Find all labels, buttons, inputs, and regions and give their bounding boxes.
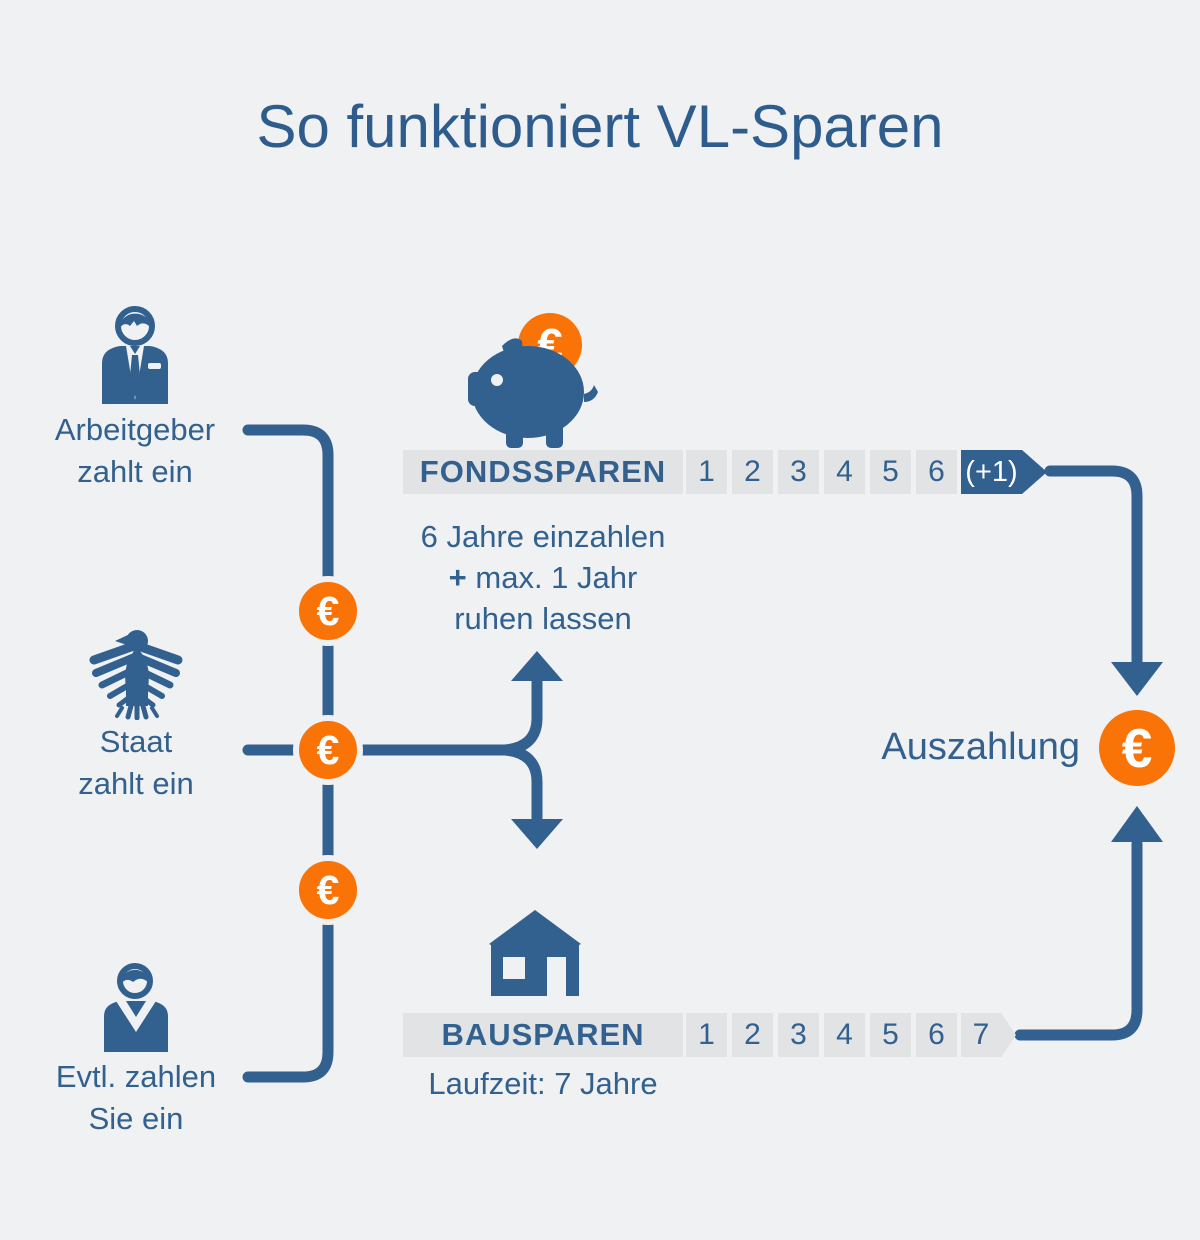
you-label-line1: Evtl. zahlen — [55, 1059, 217, 1094]
euro-symbol: € — [316, 726, 340, 773]
bau-year-chip: 5 — [870, 1013, 911, 1057]
state-label-line2: zahlt ein — [78, 766, 194, 801]
euro-symbol: € — [316, 866, 340, 913]
bau-year-chip: 3 — [778, 1013, 819, 1057]
plus-sign: + — [448, 560, 467, 595]
fonds-desc-line1: 6 Jahre einzahlen — [420, 519, 666, 554]
bausparen-description: Laufzeit: 7 Jahre — [428, 1066, 658, 1101]
arrowhead-down-to-payout — [1111, 662, 1163, 696]
junction-down-branch — [499, 744, 543, 824]
employer-label-line1: Arbeitgeber — [54, 412, 216, 447]
arrowhead-down-to-bau — [511, 819, 563, 849]
bau-year-chip: 1 — [686, 1013, 727, 1057]
payout-label: Auszahlung — [881, 726, 1080, 768]
arrowhead-up-to-fonds — [511, 651, 563, 681]
employer-icon — [95, 300, 185, 408]
bau-year-chip: 6 — [916, 1013, 957, 1057]
euro-symbol: € — [316, 587, 340, 634]
state-label-line1: Staat — [99, 724, 173, 759]
fonds-year-chip: 1 — [686, 450, 727, 494]
fonds-desc-line2: + max. 1 Jahr — [448, 560, 638, 595]
euro-coin-employer: € — [293, 576, 363, 646]
fondssparen-description: 6 Jahre einzahlen + max. 1 Jahr ruhen la… — [393, 516, 693, 639]
federal-eagle-icon — [86, 626, 186, 721]
piggy-bank-icon — [466, 322, 600, 452]
page-title: So funktioniert VL-Sparen — [256, 93, 944, 160]
employer-label-line2: zahlt ein — [77, 454, 193, 489]
house-icon — [489, 910, 581, 997]
fonds-year-chip: 3 — [778, 450, 819, 494]
fonds-year-chip: 5 — [870, 450, 911, 494]
bau-year-chip: 4 — [824, 1013, 865, 1057]
euro-symbol: € — [1121, 717, 1153, 779]
euro-coin-state: € — [293, 715, 363, 785]
fonds-year-chip: 4 — [824, 450, 865, 494]
fondssparen-label: FONDSSPAREN — [419, 454, 667, 489]
you-label: Evtl. zahlen Sie ein — [26, 1056, 246, 1140]
bausparen-bar: BAUSPAREN — [403, 1013, 683, 1057]
fonds-to-payout-connector — [1044, 465, 1143, 668]
bau-to-payout-connector — [1014, 838, 1143, 1041]
state-label: Staat zahlt ein — [36, 721, 236, 805]
fonds-year-chip: 6 — [916, 450, 957, 494]
fonds-desc-line3: ruhen lassen — [454, 601, 632, 636]
fondssparen-bar: FONDSSPAREN — [403, 450, 683, 494]
arrowhead-up-to-payout — [1111, 806, 1163, 842]
saver-icon — [99, 960, 173, 1054]
fonds-year-chip: 2 — [732, 450, 773, 494]
employer-label: Arbeitgeber zahlt ein — [18, 409, 252, 493]
junction-up-branch — [499, 676, 543, 756]
payout-euro-coin: € — [1099, 710, 1175, 786]
bau-year-chip: 2 — [732, 1013, 773, 1057]
euro-coin-you: € — [293, 855, 363, 925]
bausparen-label: BAUSPAREN — [441, 1017, 645, 1052]
you-label-line2: Sie ein — [88, 1101, 184, 1136]
